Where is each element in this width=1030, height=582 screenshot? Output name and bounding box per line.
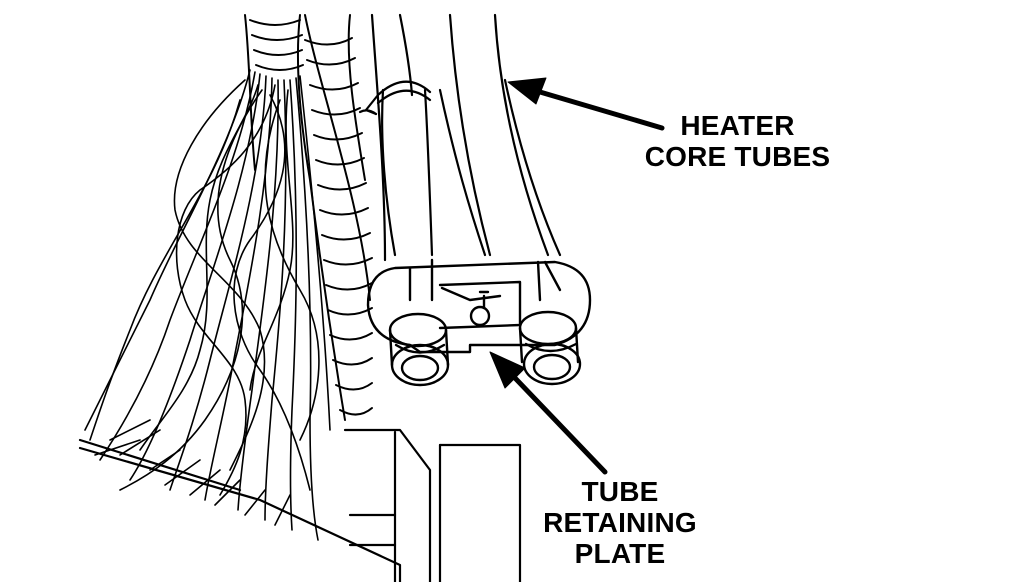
hose-clamp [358, 80, 432, 116]
tube-retaining-plate-label-line-3: PLATE [574, 538, 666, 569]
heater-core-tubes-label-line-1: HEATER [680, 110, 795, 141]
heater-core-tubes [370, 13, 562, 262]
heater-core-arrow [507, 77, 665, 131]
heater-core-tubes-label-line-2: CORE TUBES [644, 141, 831, 172]
tube-retaining-plate-label-line-1: TUBE [581, 476, 659, 507]
tube-retaining-plate-label-line-2: RETAINING [543, 507, 697, 538]
tube-retaining-plate [366, 258, 592, 354]
retaining-plate-arrow [489, 351, 608, 475]
wire-bundle [84, 69, 331, 541]
left-tube-fitting [388, 312, 450, 387]
right-tube-fitting [518, 310, 582, 386]
wiring-conduit [244, 14, 373, 421]
tube-retaining-plate-label: TUBE RETAINING PLATE [515, 476, 725, 569]
heater-core-tubes-label: HEATER CORE TUBES [630, 110, 845, 172]
